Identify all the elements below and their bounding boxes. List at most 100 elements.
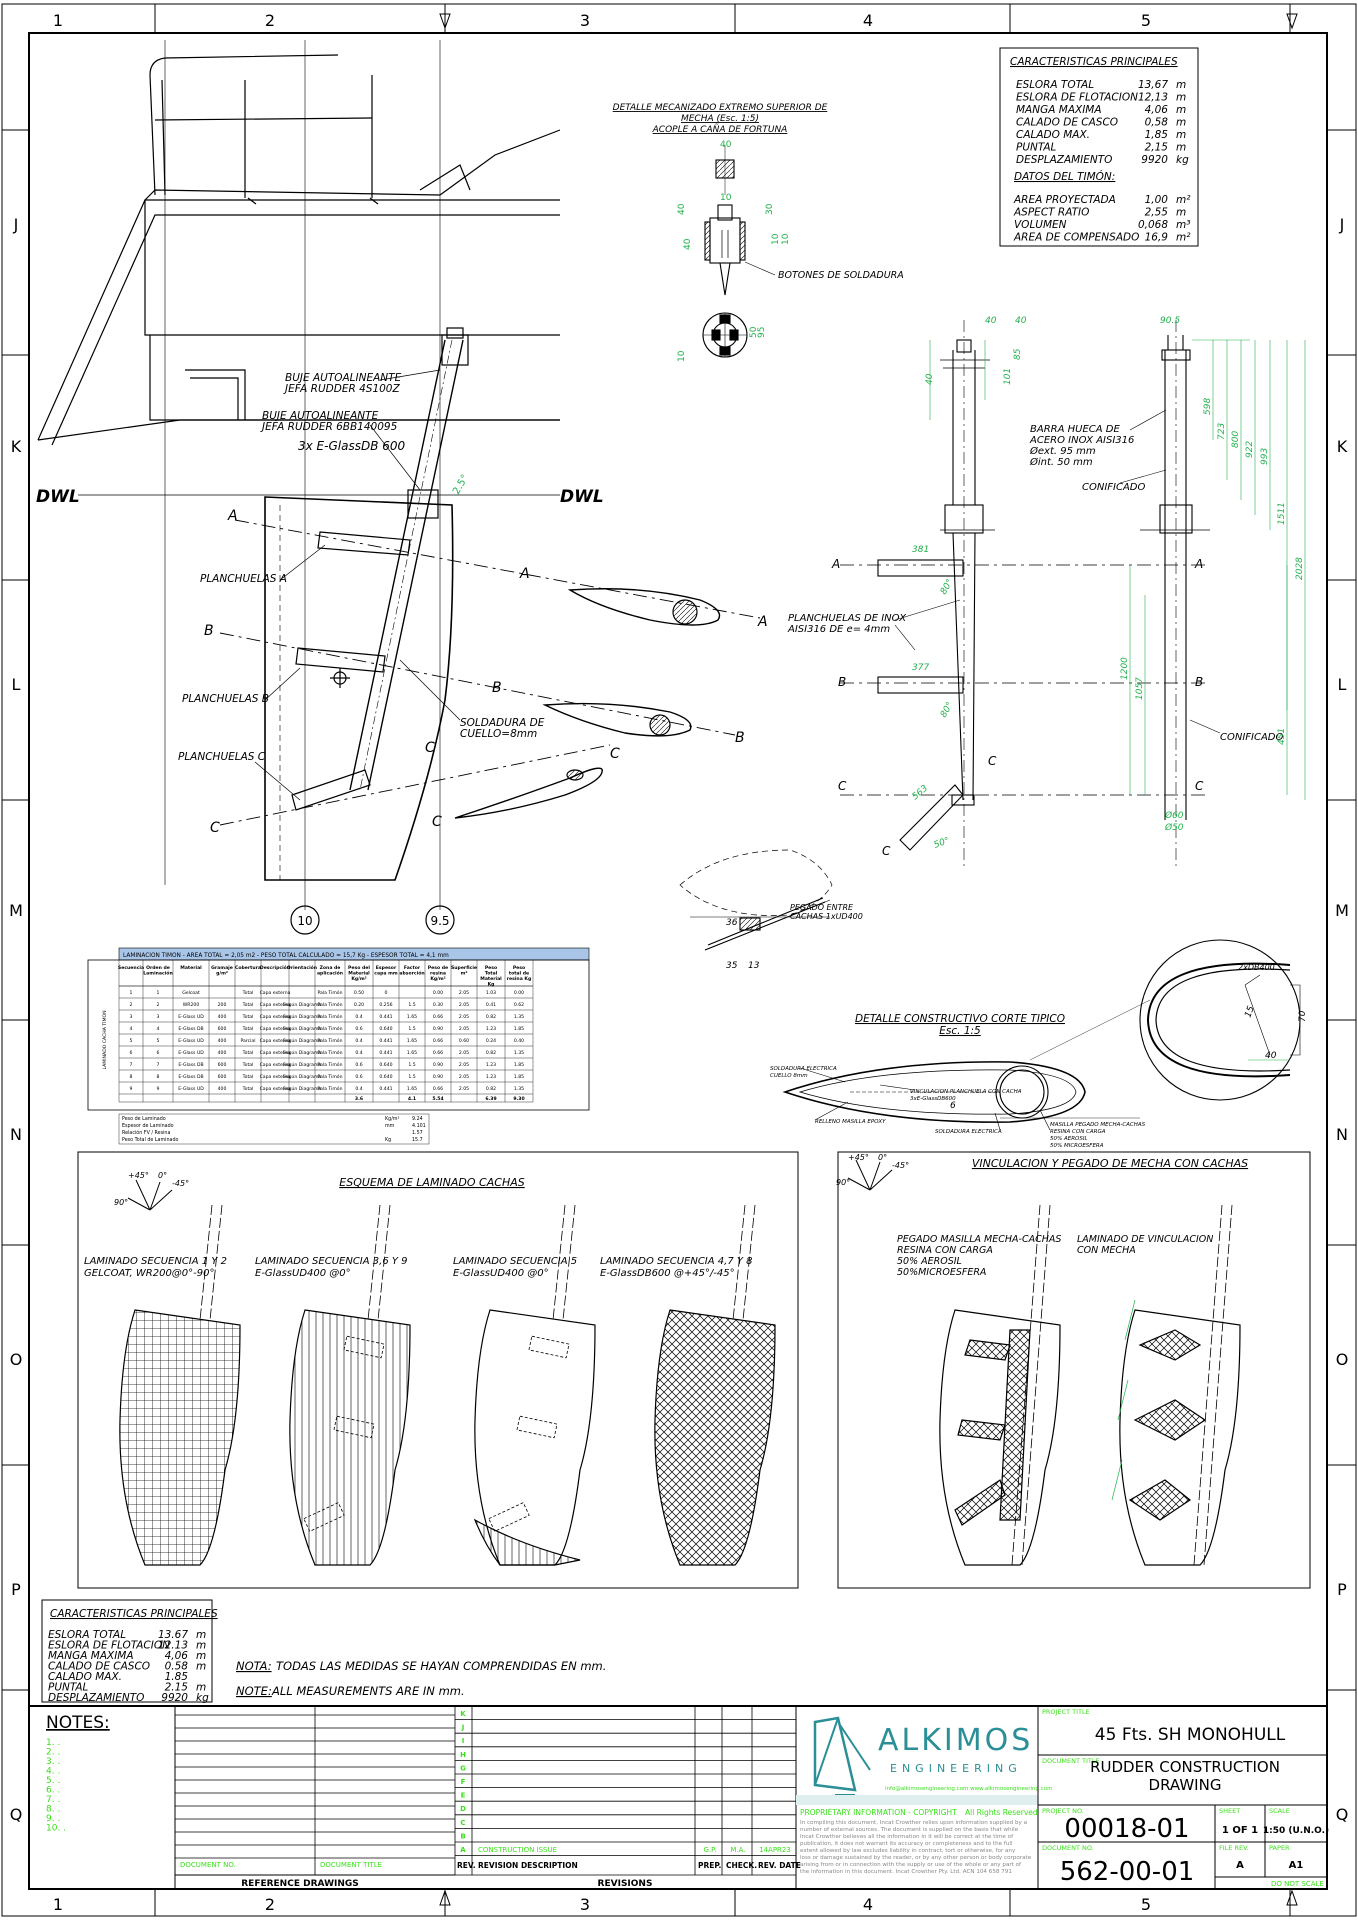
dim: 10 — [720, 193, 732, 203]
spec-value: 12,13 — [1138, 92, 1168, 104]
do-not-scale: DO NOT SCALE — [1271, 1880, 1324, 1888]
dim: 1200 — [1120, 657, 1130, 680]
col-label: 3 — [580, 11, 590, 30]
table-cell: 3 — [157, 1014, 160, 1020]
spec-bottom-unit: m — [196, 1661, 206, 1673]
rev-prep-header: PREP. — [698, 1861, 722, 1870]
table-cell: 0.24 — [486, 1038, 496, 1044]
spec-value: 1,85 — [1145, 129, 1169, 141]
dim: 13 — [748, 961, 760, 971]
table-cell: 2.05 — [459, 1086, 469, 1092]
table-cell: 2.05 — [459, 1002, 469, 1008]
table-cell: 1.23 — [486, 1026, 496, 1032]
note-item: 10. . — [46, 1824, 66, 1834]
table-cell: Parcial — [240, 1038, 255, 1044]
project-no-label: PROJECT NO. — [1042, 1807, 1084, 1815]
buje2-label: BUJE AUTOALINEANTE — [262, 410, 379, 422]
table-cell: 0.4 — [355, 1086, 362, 1092]
table-cell: 600 — [218, 1026, 227, 1032]
table-cell: 0.640 — [379, 1074, 392, 1080]
reference-drawings-label: REFERENCE DRAWINGS — [241, 1879, 359, 1889]
buje2-label-2: JEFA RUDDER 6BB140095 — [260, 421, 398, 433]
ref-doc-no-header: DOCUMENT NO. — [180, 1861, 236, 1869]
table-cell: 0.640 — [379, 1026, 392, 1032]
table-cell: 0.66 — [433, 1086, 443, 1092]
vinculacion-panel: VINCULACION Y PEGADO DE MECHA CON CACHAS… — [836, 1151, 1311, 1589]
row-label: K — [11, 437, 22, 456]
notes-lines: NOTA: TODAS LAS MEDIDAS SE HAYAN COMPREN… — [236, 1659, 606, 1698]
dim: 800 — [1231, 431, 1241, 448]
summary-label: Espesor de Laminado — [122, 1123, 174, 1129]
table-cell: 3 — [130, 1014, 133, 1020]
summary-label: Peso Total de Laminado — [122, 1137, 179, 1143]
table-cell: 9 — [157, 1086, 160, 1092]
planchuelas-c-label: PLANCHUELAS C — [178, 751, 266, 763]
table-cell: 5 — [157, 1038, 160, 1044]
section-a-mark: A — [519, 566, 530, 582]
note-item: 2. . — [46, 1748, 60, 1758]
spec-bottom-label: ESLORA DE FLOTACION — [48, 1640, 170, 1652]
table-cell: Capa externa — [260, 1014, 291, 1020]
seq4-label: LAMINADO SECUENCIA 4,7 Y 8 — [600, 1256, 753, 1267]
file-rev-label: FILE REV. — [1219, 1844, 1249, 1852]
planchuelas-inox-label: AISI316 DE e= 4mm — [787, 624, 890, 635]
pegado-label: PEGADO ENTRE — [790, 903, 854, 912]
spec-label: ESLORA TOTAL — [1016, 79, 1094, 91]
spec-bottom-unit: m — [196, 1640, 206, 1652]
rev-letter: A — [460, 1846, 466, 1854]
seq3-label: E-GlassUD400 @0° — [453, 1268, 549, 1279]
dim: 2028 — [1295, 557, 1305, 580]
lamination-table: LAMINACION TIMON - AREA TOTAL = 2,05 m2 … — [87, 947, 590, 1145]
note-item: 6. . — [46, 1786, 60, 1796]
table-cell: E-Glass UD — [178, 1014, 204, 1020]
rev-letter: B — [460, 1832, 465, 1840]
planchuelas-a-label: PLANCHUELAS A — [200, 573, 287, 585]
rev-letter: C — [460, 1819, 465, 1827]
corte-label: SOLDADURA ELECTRICA — [770, 1066, 837, 1072]
row-label: P — [11, 1580, 21, 1599]
dim: 30 — [765, 203, 775, 215]
table-cell: E-Glass DB — [178, 1062, 203, 1068]
row-label: K — [1337, 437, 1348, 456]
section-a-mark: A — [227, 508, 238, 524]
detail-title-2: MECHA (Esc. 1:5) — [681, 114, 759, 124]
table-cell: 2 — [130, 1002, 133, 1008]
table-total: 9.30 — [513, 1096, 524, 1102]
section-b-mark: B — [492, 680, 502, 696]
rev-check-header: CHECK. — [726, 1861, 757, 1870]
table-cell: 0.20 — [354, 1002, 364, 1008]
vinculacion-title: VINCULACION Y PEGADO DE MECHA CON CACHAS — [972, 1157, 1248, 1170]
section-c-mark: C — [988, 754, 997, 768]
table-total: 3.6 — [355, 1096, 363, 1102]
dim: Ø60 — [1164, 810, 1184, 821]
section-c-mark: C — [882, 844, 891, 858]
table-cell: Pala Timón — [317, 1073, 342, 1080]
rev-a-prep: G.P. — [703, 1846, 716, 1854]
esquema-title: ESQUEMA DE LAMINADO CACHAS — [339, 1176, 524, 1189]
brand-name: ALKIMOS — [878, 1723, 1033, 1758]
section-c-mark: C — [838, 779, 847, 793]
row-label: M — [9, 901, 23, 920]
detail-mecanizado: DETALLE MECANIZADO EXTREMO SUPERIOR DE M… — [613, 103, 904, 362]
document-title-label: DOCUMENT TITLE — [1042, 1757, 1100, 1765]
document-title-2: DRAWING — [1149, 1776, 1222, 1794]
table-cell: 0.41 — [486, 1002, 496, 1008]
rev-letter: E — [461, 1792, 466, 1800]
table-cell: Total — [242, 1002, 254, 1008]
table-header: Orientación — [287, 964, 317, 971]
note-item: 4. . — [46, 1767, 60, 1777]
note-item: 8. . — [46, 1805, 60, 1815]
row-label: N — [10, 1125, 22, 1144]
table-cell: 0.82 — [486, 1086, 496, 1092]
rev-desc-header: REVISION DESCRIPTION — [478, 1861, 578, 1870]
soldadura-label: SOLDADURA DE — [460, 717, 545, 729]
rudder-spec-unit: m — [1176, 207, 1186, 219]
main-rudder-view — [37, 40, 761, 935]
table-cell: 1.65 — [407, 1086, 417, 1092]
specs-bottom-panel: CARACTERISTICAS PRINCIPALES ESLORA TOTAL… — [41, 1599, 218, 1704]
spec-bottom-value: 13.67 — [158, 1629, 188, 1641]
table-cell: 6 — [130, 1050, 133, 1056]
